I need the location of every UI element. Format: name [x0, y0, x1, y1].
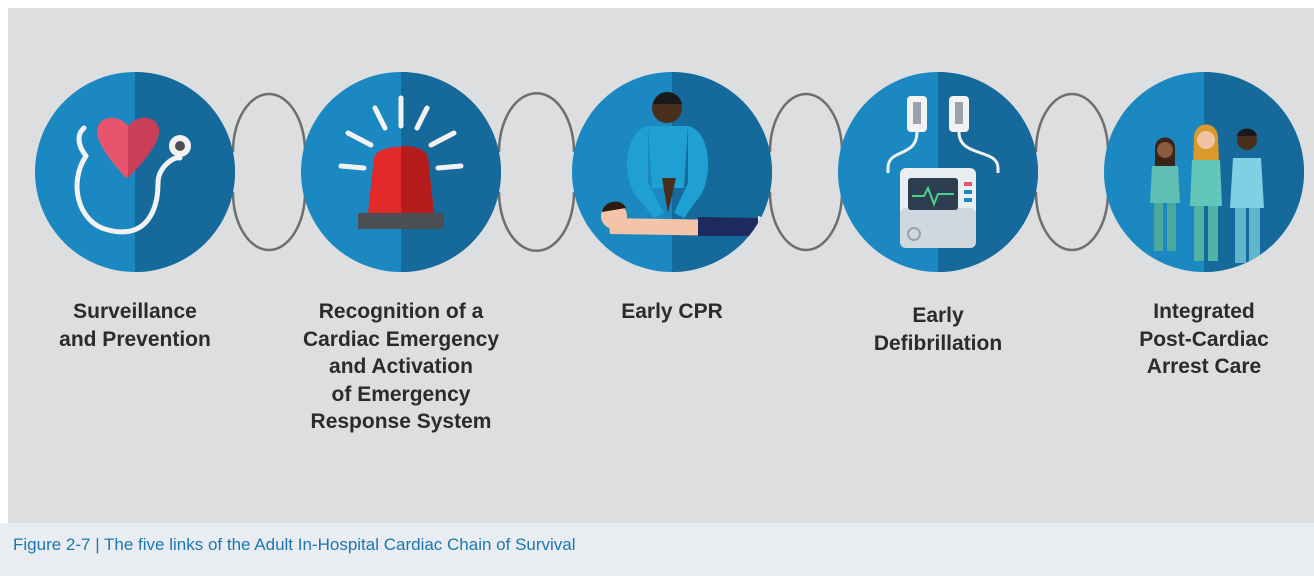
connector-2-3: [497, 92, 576, 252]
link-circle-recognition: [301, 72, 501, 272]
link-label-surveillance: Surveillance and Prevention: [59, 300, 211, 351]
care-team-icon: [1150, 124, 1264, 263]
caption-bar: Figure 2-7 | The five links of the Adult…: [0, 523, 1314, 576]
heart-stethoscope-icon: [74, 117, 191, 235]
link-label-post-cardiac-care: Integrated Post-Cardiac Arrest Care: [1139, 300, 1269, 378]
link-circle-surveillance: [35, 72, 235, 272]
link-circle-cpr: [572, 72, 772, 272]
link-circle-post-care: [1104, 72, 1304, 272]
connector-4-5: [1034, 92, 1110, 252]
link-label-early-defibrillation: Early Defibrillation: [873, 304, 1003, 355]
connector-1-2: [231, 92, 307, 252]
connector-3-4: [768, 92, 844, 252]
cpr-icon: [601, 92, 770, 236]
emergency-beacon-icon: [338, 95, 464, 229]
defibrillator-icon: [886, 96, 1000, 248]
figure-caption: Figure 2-7 | The five links of the Adult…: [13, 535, 576, 554]
chain-graphic: [35, 72, 1304, 272]
link-label-recognition: Recognition of a Cardiac Emergency and A…: [302, 300, 500, 433]
link-circle-defibrillation: [838, 72, 1038, 272]
link-label-early-cpr: Early CPR: [621, 300, 723, 323]
chain-connectors: [231, 92, 1110, 252]
diagram-panel: Surveillance and Prevention Recognition …: [8, 8, 1314, 523]
